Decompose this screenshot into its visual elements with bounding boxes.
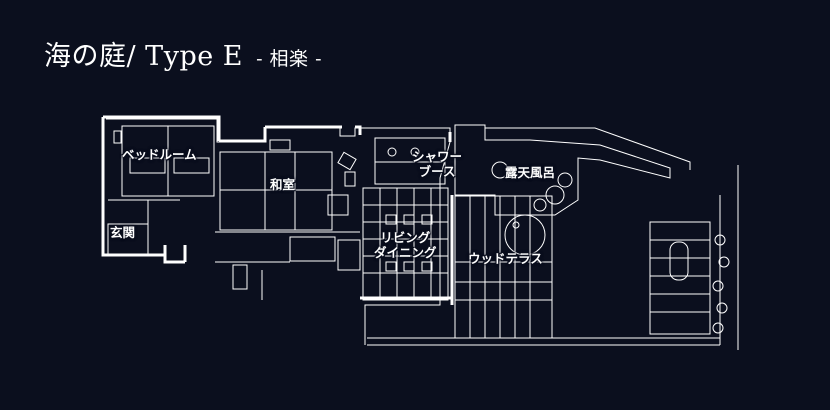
open-bath-label: 露天風呂 (505, 165, 556, 180)
entrance-label: 玄関 (110, 225, 136, 240)
plan-thin-lines (106, 118, 739, 350)
living-label-line1: リビング (380, 230, 431, 245)
chair-icon (337, 151, 357, 171)
wood-terrace-label: ウッドテラス (468, 251, 543, 266)
toilet-icon (232, 264, 248, 290)
shower-label-line1: シャワー (412, 149, 463, 164)
living-label: リビング ダイニング (374, 230, 437, 260)
title-main: 海の庭/ Type E (44, 41, 243, 72)
open-bath-area (454, 124, 671, 216)
shower-area (374, 137, 446, 185)
shower-label: シャワー ブース (412, 149, 462, 179)
bedroom-label: ベッドルーム (122, 147, 197, 162)
title-subtitle: - 相楽 - (256, 48, 323, 70)
plan-walls (101, 115, 454, 305)
plan-title: 海の庭/ Type E - 相楽 - (44, 34, 322, 73)
washitsu-label: 和室 (270, 177, 296, 192)
bed-lamp (113, 130, 122, 144)
living-area (362, 187, 449, 301)
shower-label-line2: ブース (418, 164, 456, 179)
washitsu-area (219, 151, 333, 231)
living-label-line2: ダイニング (374, 245, 437, 260)
lounge-chair (669, 241, 689, 281)
terrace-table (504, 214, 546, 256)
garden-deck (649, 221, 711, 335)
